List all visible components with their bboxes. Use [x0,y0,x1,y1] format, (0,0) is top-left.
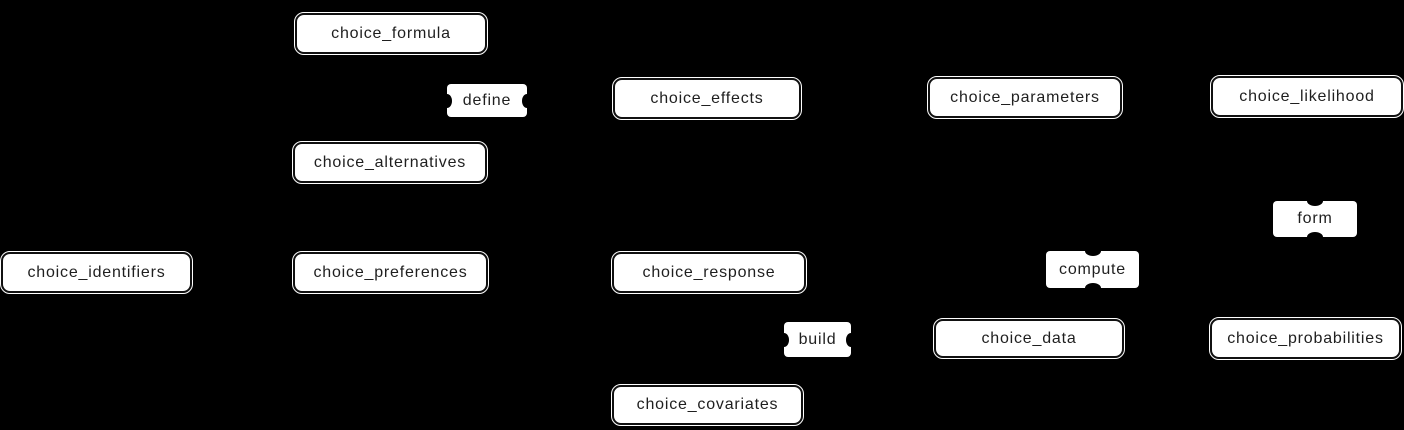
node-choice-probabilities: choice_probabilities [1209,317,1402,360]
edge-label-compute: compute [1046,251,1139,288]
node-choice-data: choice_data [933,318,1125,359]
node-choice-effects: choice_effects [612,77,802,120]
edge-label-define: define [447,84,527,117]
node-choice-parameters: choice_parameters [927,76,1123,119]
node-choice-alternatives: choice_alternatives [292,141,488,184]
node-choice-likelihood: choice_likelihood [1210,75,1404,118]
node-choice-identifiers: choice_identifiers [0,251,193,294]
edge-label-build: build [784,322,851,357]
node-choice-formula: choice_formula [294,12,488,55]
node-choice-preferences: choice_preferences [292,251,489,294]
node-choice-covariates: choice_covariates [611,384,804,426]
edge-label-form: form [1273,201,1357,237]
node-choice-response: choice_response [611,251,807,294]
